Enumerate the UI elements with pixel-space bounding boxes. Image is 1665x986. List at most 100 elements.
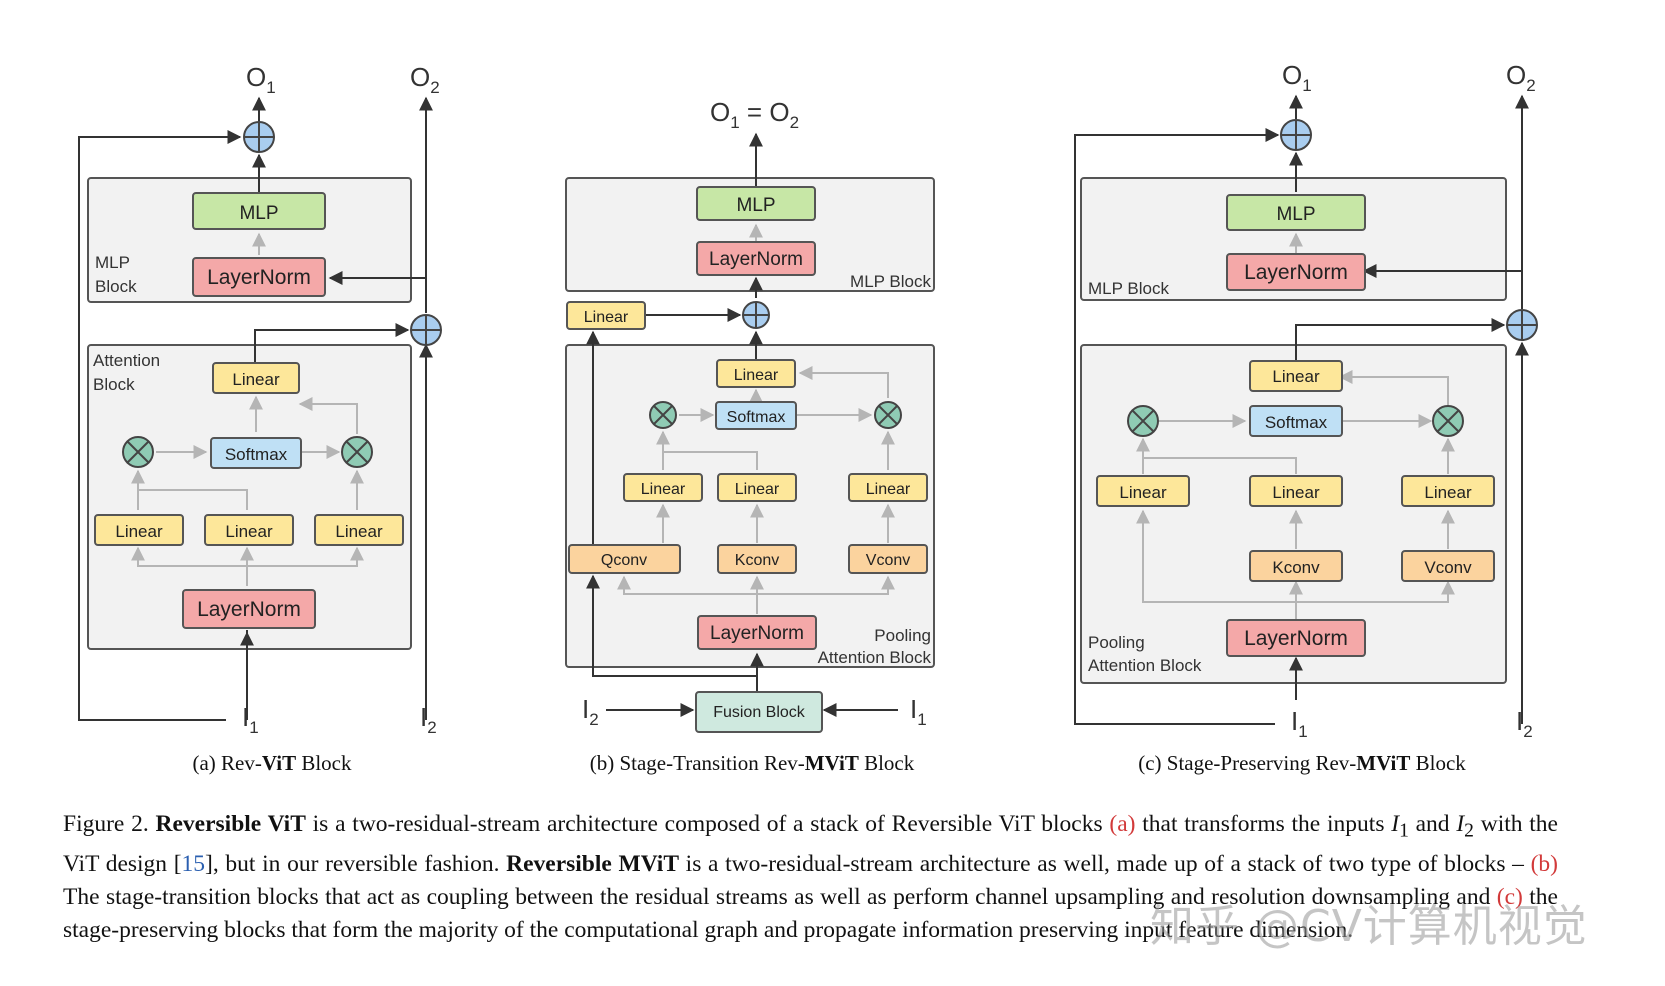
b-input-i1: I1 — [910, 694, 927, 729]
a-mlp-block-label-2: Block — [95, 277, 137, 296]
b-softmax-box — [715, 401, 797, 430]
b-vconv-box — [848, 544, 928, 574]
b-fusion-label: Fusion Block — [713, 704, 806, 721]
b-kconv-label: Kconv — [735, 552, 779, 569]
c-input-2: I2 — [1516, 706, 1533, 741]
c-linear-top-box — [1249, 360, 1343, 392]
c-linear-k-label: Linear — [1272, 483, 1320, 502]
a-attention-block-label: Attention — [93, 351, 160, 370]
c-linear-q-label: Linear — [1119, 483, 1167, 502]
b-layernorm-attn-box — [697, 615, 817, 650]
a-layernorm-mlp-label: LayerNorm — [207, 266, 311, 289]
c-caption: (c) Stage-Preserving Rev-MViT Block — [1138, 751, 1466, 775]
a-caption: (a) Rev-ViT Block — [192, 751, 352, 775]
ref-b-link[interactable]: (b) — [1530, 850, 1558, 877]
c-linear-k-box — [1249, 475, 1343, 507]
a-mlp-box — [192, 192, 326, 230]
b-linear-q-label: Linear — [641, 481, 686, 498]
c-linear-v-label: Linear — [1424, 483, 1472, 502]
b-pool-label-2: Attention Block — [818, 648, 932, 667]
b-layernorm-mlp-box — [696, 241, 816, 276]
citation-15-link[interactable]: 15 — [181, 850, 206, 877]
c-pool-label-2: Attention Block — [1088, 656, 1202, 675]
b-caption: (b) Stage-Transition Rev-MViT Block — [590, 751, 915, 775]
b-add-icon — [742, 301, 770, 329]
a-linear-v-box — [314, 514, 404, 546]
b-linear-top-label: Linear — [734, 367, 779, 384]
figure-caption: Figure 2. Reversible ViT is a two-residu… — [63, 811, 1558, 943]
c-layernorm-attn-box — [1226, 619, 1366, 657]
a-add-icon-top — [243, 121, 275, 153]
a-layernorm-attn-box — [182, 589, 316, 629]
b-vconv-label: Vconv — [866, 552, 910, 569]
c-layernorm-mlp-box — [1226, 253, 1366, 291]
a-linear-q-box — [94, 514, 184, 546]
a-softmax-box — [210, 437, 302, 469]
c-mlp-box — [1226, 194, 1366, 231]
b-linear-v-box — [848, 473, 928, 502]
b-layernorm-attn-label: LayerNorm — [710, 623, 804, 644]
a-input-1: I1 — [242, 702, 259, 737]
a-mlp-block-label: MLP — [95, 253, 130, 272]
a-linear-top-label: Linear — [232, 370, 280, 389]
b-mlp-box — [696, 186, 816, 221]
diagram-a-rev-vit: MLP Block Attention Block — [78, 62, 442, 775]
c-linear-q-box — [1096, 475, 1190, 507]
c-input-1: I1 — [1291, 706, 1308, 741]
a-multiply-icon-left — [122, 436, 154, 468]
c-output-1: O1 — [1282, 60, 1312, 95]
a-mlp-label: MLP — [239, 203, 278, 224]
b-linear-v-label: Linear — [866, 481, 911, 498]
diagram-c-stage-preserving: MLP Block Pooling Attention Block — [1074, 60, 1538, 775]
b-linear-skip-label: Linear — [584, 309, 629, 326]
c-softmax-box — [1249, 405, 1343, 437]
c-multiply-icon-left — [1127, 405, 1159, 437]
a-layernorm-attn-label: LayerNorm — [197, 598, 301, 621]
a-linear-top-box — [212, 362, 300, 394]
c-mlp-block-label: MLP Block — [1088, 279, 1169, 298]
c-vconv-box — [1401, 550, 1495, 582]
c-mlp-label: MLP — [1276, 204, 1315, 225]
a-linear-v-label: Linear — [335, 522, 383, 541]
b-mlp-label: MLP — [736, 195, 775, 216]
ref-a-link[interactable]: (a) — [1109, 811, 1136, 837]
b-softmax-label: Softmax — [727, 409, 786, 426]
b-linear-q-box — [623, 473, 703, 502]
a-layernorm-mlp-box — [192, 257, 326, 297]
a-output-2: O2 — [410, 62, 440, 97]
b-input-i2: I2 — [582, 694, 599, 729]
a-linear-q-label: Linear — [115, 522, 163, 541]
watermark: 知乎 @CV计算机视觉 — [1150, 901, 1588, 952]
c-kconv-box — [1249, 550, 1343, 582]
b-linear-k-label: Linear — [735, 481, 780, 498]
a-add-icon-mid — [410, 314, 442, 346]
ref-c-link[interactable]: (c) — [1496, 883, 1523, 910]
a-output-1: O1 — [246, 62, 276, 97]
a-softmax-label: Softmax — [225, 445, 288, 464]
c-add-icon-top — [1280, 119, 1312, 151]
b-multiply-icon-left — [649, 401, 677, 429]
b-qconv-box — [568, 544, 681, 574]
b-linear-skip-box — [566, 301, 646, 330]
b-linear-top-box — [716, 359, 796, 388]
c-linear-top-label: Linear — [1272, 367, 1320, 386]
c-add-icon-mid — [1506, 309, 1538, 341]
c-layernorm-attn-label: LayerNorm — [1244, 627, 1348, 650]
a-attention-block — [87, 344, 412, 650]
b-layernorm-mlp-label: LayerNorm — [709, 249, 803, 270]
a-linear-k-box — [204, 514, 294, 546]
c-kconv-label: Kconv — [1272, 558, 1320, 577]
b-multiply-icon-right — [874, 401, 902, 429]
c-linear-v-box — [1401, 475, 1495, 507]
c-softmax-label: Softmax — [1265, 413, 1328, 432]
b-mlp-block-label: MLP Block — [850, 272, 931, 291]
c-output-2: O2 — [1506, 60, 1536, 95]
c-multiply-icon-right — [1432, 405, 1464, 437]
b-output: O1 = O2 — [710, 97, 799, 132]
b-linear-k-box — [717, 473, 797, 502]
a-input-2: I2 — [420, 702, 437, 737]
a-attention-block-label-2: Block — [93, 375, 135, 394]
c-pool-label-1: Pooling — [1088, 633, 1145, 652]
b-qconv-label: Qconv — [601, 552, 647, 569]
